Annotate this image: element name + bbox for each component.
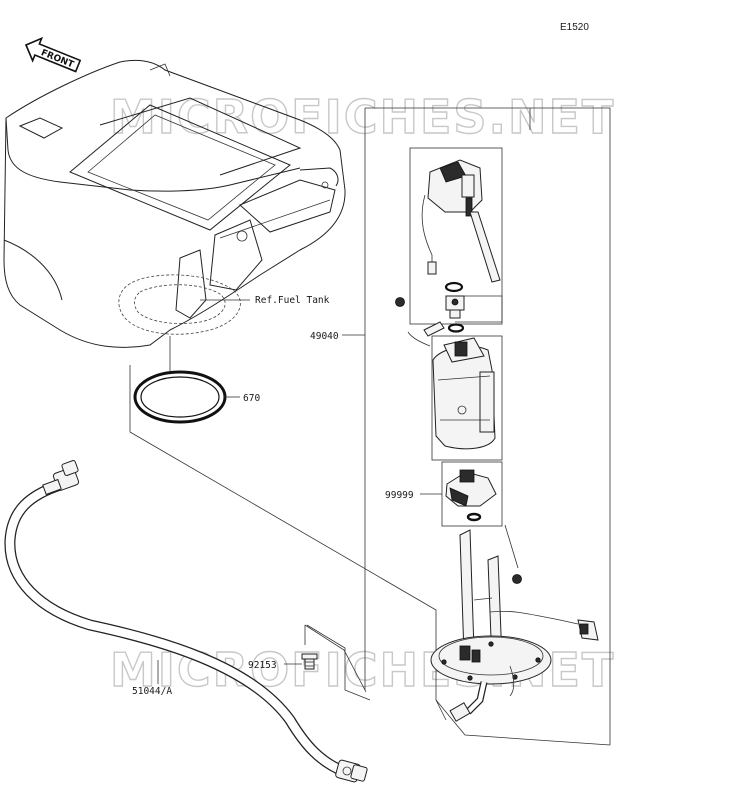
- label-92153: 92153: [248, 660, 277, 671]
- label-670: 670: [243, 393, 260, 404]
- harness-connector: [577, 619, 599, 641]
- label-49040: 49040: [310, 331, 339, 342]
- reference-label: Ref.Fuel Tank: [255, 295, 330, 306]
- o-ring-lower: [447, 323, 465, 333]
- gasket-ring: [133, 370, 227, 424]
- fuel-tank: [3, 59, 346, 348]
- hose-connector-bottom: [335, 759, 368, 783]
- fuel-filter-99999: [445, 469, 497, 507]
- front-arrow-icon: FRONT: [24, 36, 82, 73]
- nut-right: [512, 574, 522, 584]
- fuel-outlet-pipe: [449, 681, 488, 722]
- level-sender-unit: [421, 159, 501, 283]
- watermark-top: MICROFICHES.NET: [110, 90, 615, 144]
- fuel-hose: [4, 460, 368, 783]
- nut-left: [395, 297, 405, 307]
- hose-connector-top: [42, 460, 80, 496]
- pressure-regulator: [445, 295, 465, 319]
- pump-flange: [430, 635, 552, 697]
- label-51044a: 51044/A: [132, 686, 172, 697]
- label-99999: 99999: [385, 490, 414, 501]
- fuel-pump-body: [407, 331, 496, 450]
- screw-left: [423, 321, 445, 337]
- bolt-92153: [301, 653, 318, 670]
- o-ring-filter: [466, 512, 482, 522]
- o-ring-upper: [444, 281, 464, 293]
- figure-code: E1520: [560, 22, 589, 33]
